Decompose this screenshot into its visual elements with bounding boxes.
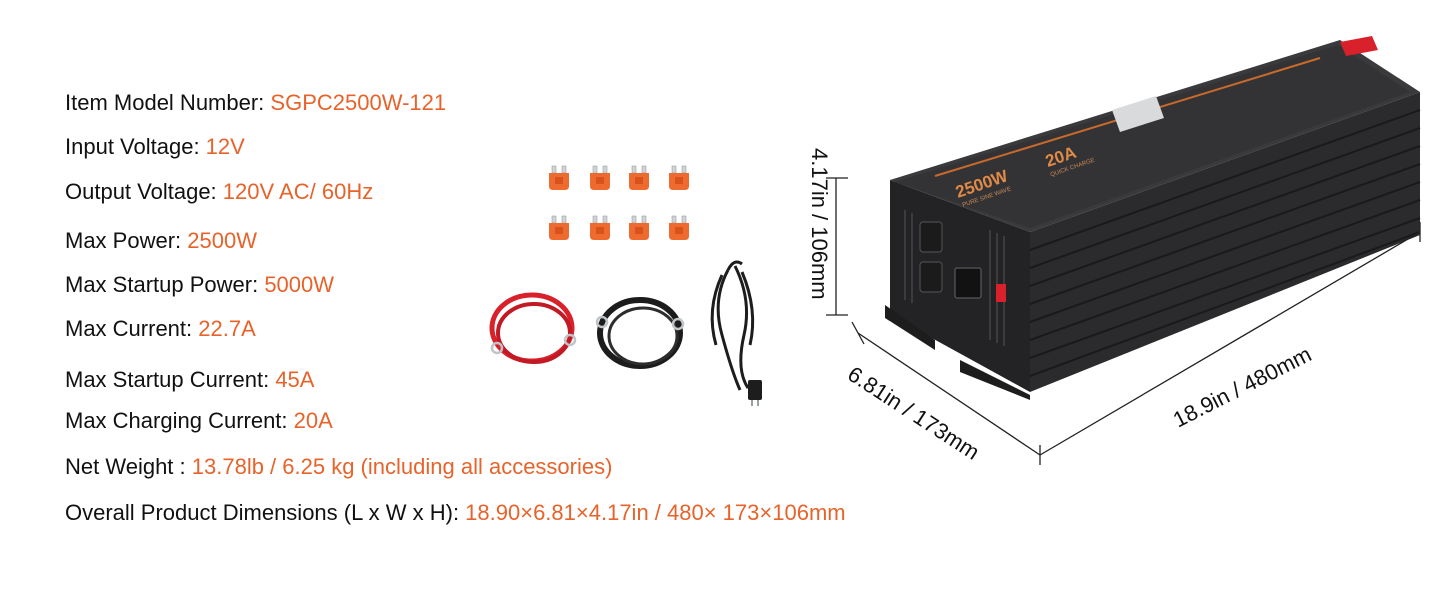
spec-max-power: Max Power: 2500W bbox=[65, 228, 257, 254]
black-cable-icon bbox=[595, 297, 685, 369]
spec-label: Max Current: bbox=[65, 316, 199, 341]
inverter-illustration: 2500W PURE SINE WAVE 20A QUICK CHARGE bbox=[885, 36, 1421, 400]
fuse-icon bbox=[589, 215, 611, 241]
power-cord-icon bbox=[710, 260, 762, 406]
fuse-icon bbox=[668, 165, 690, 191]
spec-label: Max Charging Current: bbox=[65, 408, 294, 433]
spec-value: 12V bbox=[205, 134, 245, 159]
spec-label: Item Model Number: bbox=[65, 90, 271, 115]
spec-value: 18.90×6.81×4.17in / 480× 173×106mm bbox=[465, 500, 846, 525]
dimension-lines bbox=[826, 177, 1421, 465]
spec-net-weight: Net Weight : 13.78lb / 6.25 kg (includin… bbox=[65, 454, 612, 480]
spec-label: Output Voltage: bbox=[65, 179, 223, 204]
spec-value: 5000W bbox=[264, 272, 335, 297]
height-dimension-label: 4.17in / 106mm bbox=[807, 148, 832, 300]
fuse-icon bbox=[548, 165, 570, 191]
spec-value: SGPC2500W-121 bbox=[270, 90, 447, 115]
fuse-icon bbox=[628, 165, 650, 191]
spec-model: Item Model Number: SGPC2500W-121 bbox=[65, 90, 446, 116]
spec-value: 22.7A bbox=[198, 316, 256, 341]
spec-max-startup-current: Max Startup Current: 45A bbox=[65, 367, 314, 393]
spec-max-charging-current: Max Charging Current: 20A bbox=[65, 408, 333, 434]
spec-value: 2500W bbox=[187, 228, 257, 253]
fuse-icon bbox=[548, 215, 570, 241]
fuse-icon bbox=[628, 215, 650, 241]
fuse-icon bbox=[668, 215, 690, 241]
spec-value: 45A bbox=[275, 367, 315, 392]
spec-dimensions: Overall Product Dimensions (L x W x H): … bbox=[65, 500, 846, 526]
spec-value: 120V AC/ 60Hz bbox=[222, 179, 374, 204]
spec-label: Net Weight : bbox=[65, 454, 192, 479]
spec-max-startup-power: Max Startup Power: 5000W bbox=[65, 272, 334, 298]
spec-input-voltage: Input Voltage: 12V bbox=[65, 134, 245, 160]
spec-value: 20A bbox=[293, 408, 333, 433]
spec-label: Max Startup Power: bbox=[65, 272, 265, 297]
spec-label: Overall Product Dimensions (L x W x H): bbox=[65, 500, 466, 525]
spec-max-current: Max Current: 22.7A bbox=[65, 316, 256, 342]
red-cable-icon bbox=[489, 292, 577, 364]
spec-label: Max Power: bbox=[65, 228, 188, 253]
spec-output-voltage: Output Voltage: 120V AC/ 60Hz bbox=[65, 179, 373, 205]
spec-value: 13.78lb / 6.25 kg (including all accesso… bbox=[191, 454, 613, 479]
fuse-icon bbox=[589, 165, 611, 191]
width-dimension-label: 6.81in / 173mm bbox=[843, 361, 984, 465]
spec-label: Input Voltage: bbox=[65, 134, 206, 159]
fuse-set bbox=[548, 165, 690, 241]
length-dimension-label: 18.9in / 480mm bbox=[1169, 341, 1315, 432]
spec-label: Max Startup Current: bbox=[65, 367, 276, 392]
